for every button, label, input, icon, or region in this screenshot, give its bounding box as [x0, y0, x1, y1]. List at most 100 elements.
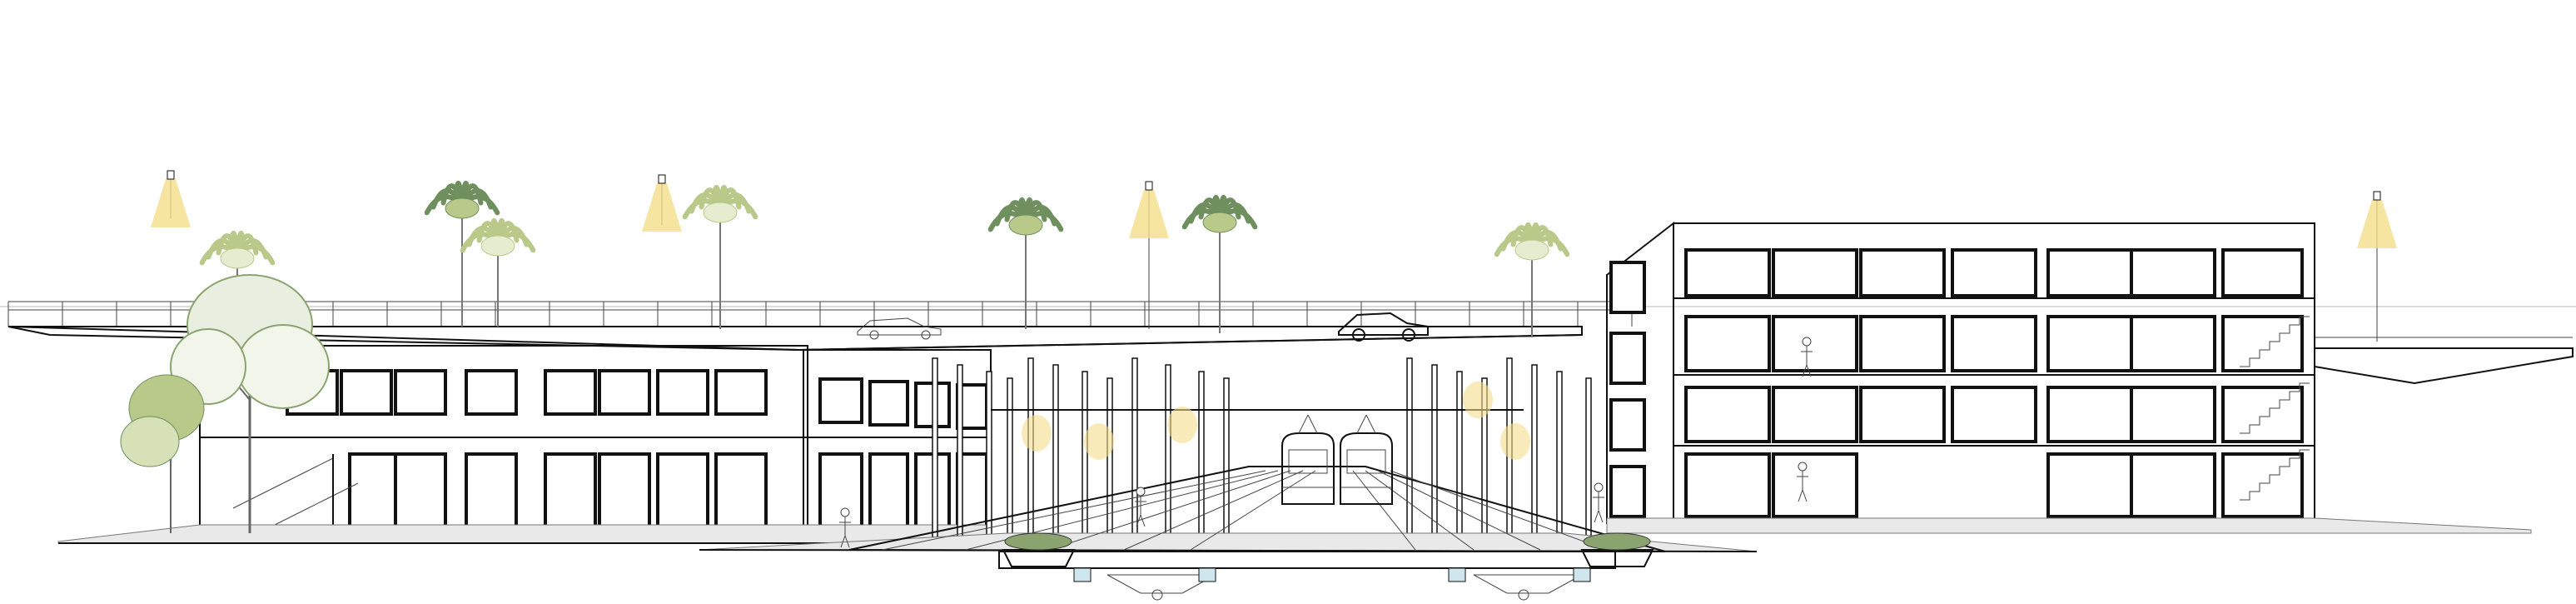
- person: [1135, 487, 1146, 527]
- palm-crown: [703, 202, 738, 223]
- lamp-head: [2373, 191, 2381, 201]
- window: [544, 452, 597, 532]
- stair-flight: [2240, 316, 2310, 367]
- street-lamps: [151, 170, 2397, 460]
- window: [348, 452, 401, 532]
- window: [2046, 386, 2133, 443]
- window: [1609, 398, 1646, 452]
- deck-railing: [7, 302, 1633, 327]
- window: [1772, 386, 1858, 443]
- palm-crown: [1008, 214, 1043, 236]
- track-line: [1365, 470, 1474, 551]
- person-head: [840, 507, 850, 517]
- person-head: [1594, 482, 1604, 492]
- window: [394, 452, 447, 532]
- window: [1772, 452, 1858, 518]
- central-rail-platform: [699, 466, 1758, 601]
- window: [1951, 386, 2037, 443]
- window: [818, 452, 863, 532]
- window: [1609, 261, 1646, 314]
- window: [598, 369, 651, 416]
- window: [2046, 315, 2133, 372]
- person-head: [1798, 462, 1808, 472]
- tram-right: [1340, 414, 1393, 505]
- column: [1007, 377, 1013, 538]
- street-lamp: [2357, 191, 2397, 342]
- window: [394, 369, 447, 416]
- person-head: [1136, 487, 1146, 497]
- window: [1684, 386, 1771, 443]
- window: [714, 452, 768, 532]
- window: [1772, 315, 1858, 372]
- window: [1859, 315, 1946, 372]
- window: [340, 369, 393, 416]
- palm-crown: [1202, 212, 1237, 233]
- window: [2221, 452, 2304, 518]
- column: [957, 364, 963, 538]
- street-lamp: [642, 174, 682, 232]
- drainage-right: [1448, 567, 1591, 601]
- street-lamp: [1129, 181, 1169, 329]
- ground: [57, 517, 2532, 544]
- window: [1684, 315, 1771, 372]
- platform-glow: [1022, 415, 1052, 452]
- window: [2046, 248, 2133, 297]
- window: [868, 452, 909, 532]
- planter-right: [1580, 532, 1654, 567]
- track-line: [1048, 470, 1291, 551]
- column: [1585, 377, 1592, 538]
- stair-flight: [2240, 382, 2310, 434]
- column: [1082, 371, 1088, 538]
- drainage-left: [1073, 567, 1216, 601]
- column: [1431, 364, 1438, 538]
- window: [1684, 452, 1771, 518]
- right-windows: [1684, 248, 2304, 518]
- window: [714, 369, 768, 416]
- window: [1684, 248, 1771, 297]
- station-columns: [932, 357, 1592, 538]
- window: [2130, 248, 2216, 297]
- lamp-head: [658, 174, 666, 184]
- column: [932, 357, 938, 538]
- lamp-light-cone: [1129, 190, 1169, 238]
- window: [2221, 315, 2304, 372]
- platform-glow: [1463, 382, 1493, 418]
- right-stairs: [2240, 316, 2310, 501]
- column: [1052, 364, 1059, 538]
- palm-tree: [987, 197, 1064, 329]
- track-line: [1377, 470, 1541, 551]
- person-body: [1801, 346, 1813, 377]
- palm-tree: [1494, 222, 1570, 337]
- right-office-block: [1606, 221, 2315, 524]
- window: [1859, 248, 1946, 297]
- column: [1131, 357, 1138, 538]
- palm-crown: [220, 247, 255, 269]
- column: [1456, 371, 1463, 538]
- car-right: [1338, 312, 1429, 342]
- car-left: [857, 317, 942, 340]
- person-head: [1802, 337, 1812, 347]
- column: [1223, 377, 1230, 538]
- left-lower-windows: [348, 452, 988, 532]
- column: [1531, 364, 1538, 538]
- deciduous-tree-left: [170, 274, 330, 533]
- person-body: [1135, 496, 1146, 527]
- track-line: [1352, 470, 1416, 551]
- track-line: [882, 470, 1266, 551]
- palm-tree: [424, 181, 500, 327]
- palm-crown: [480, 235, 515, 257]
- platform-glow: [1500, 423, 1530, 460]
- window: [598, 452, 651, 532]
- street-lamp: [151, 170, 191, 227]
- person: [1801, 337, 1813, 377]
- tram-left: [1281, 414, 1335, 505]
- platform-glow: [1084, 423, 1114, 460]
- window: [656, 452, 709, 532]
- lamp-light-cone: [642, 183, 682, 232]
- palm-crown: [445, 197, 480, 219]
- window: [2130, 386, 2216, 443]
- person-body: [1797, 471, 1808, 502]
- planter-left: [1002, 532, 1076, 567]
- palm-trees: [199, 181, 1570, 337]
